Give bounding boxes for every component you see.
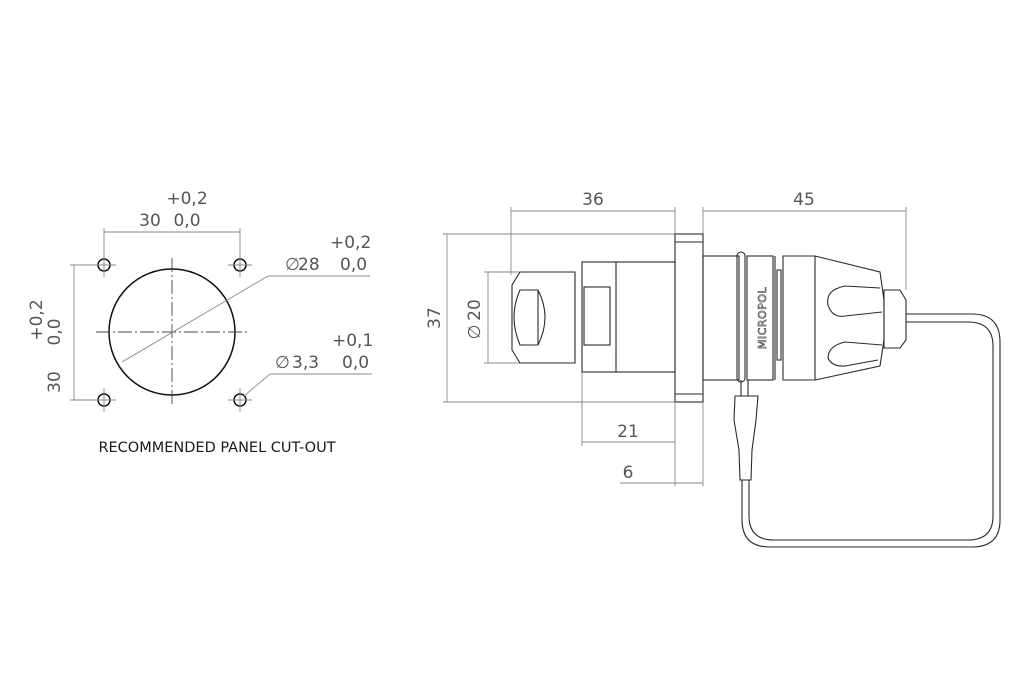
main-hole-upper-tol: +0,2 [330,233,371,253]
dim-front-diameter-symbol: ∅ [465,325,485,340]
brand-label: MICROPOL [756,287,769,350]
dim-front-length: 36 [582,190,604,210]
v-spacing-upper-tol: +0,2 [27,299,47,340]
v-spacing-lower-tol: 0,0 [45,318,65,345]
dim-rear-length: 45 [793,190,815,210]
dim-body-length: 21 [617,422,639,442]
panel-cutout-caption: RECOMMENDED PANEL CUT-OUT [98,440,335,456]
h-spacing-lower-tol: 0,0 [173,211,200,231]
dim-front-diameter: 20 [465,299,485,321]
main-hole-nominal: 28 [298,255,320,275]
mount-hole-nominal: 3,3 [292,353,319,373]
mount-hole-upper-tol: +0,1 [332,331,373,351]
mount-hole-lower-tol: 0,0 [342,353,369,373]
main-hole-symbol: ∅ [285,255,300,275]
h-spacing-nominal: 30 [139,211,161,231]
dim-flange-thickness: 6 [623,463,634,483]
h-spacing-upper-tol: +0,2 [166,189,207,209]
dim-flange-height: 37 [425,307,445,329]
v-spacing-nominal: 30 [45,371,65,393]
mount-hole-symbol: ∅ [275,353,290,373]
panel-cutout-view: +0,2 30 0,0 0,0 30 +0,2 [27,189,373,456]
connector-side-view: 36 45 37 ∅ 20 MICROPO [425,190,1001,548]
main-hole-lower-tol: 0,0 [340,255,367,275]
mounting-holes [92,253,252,412]
